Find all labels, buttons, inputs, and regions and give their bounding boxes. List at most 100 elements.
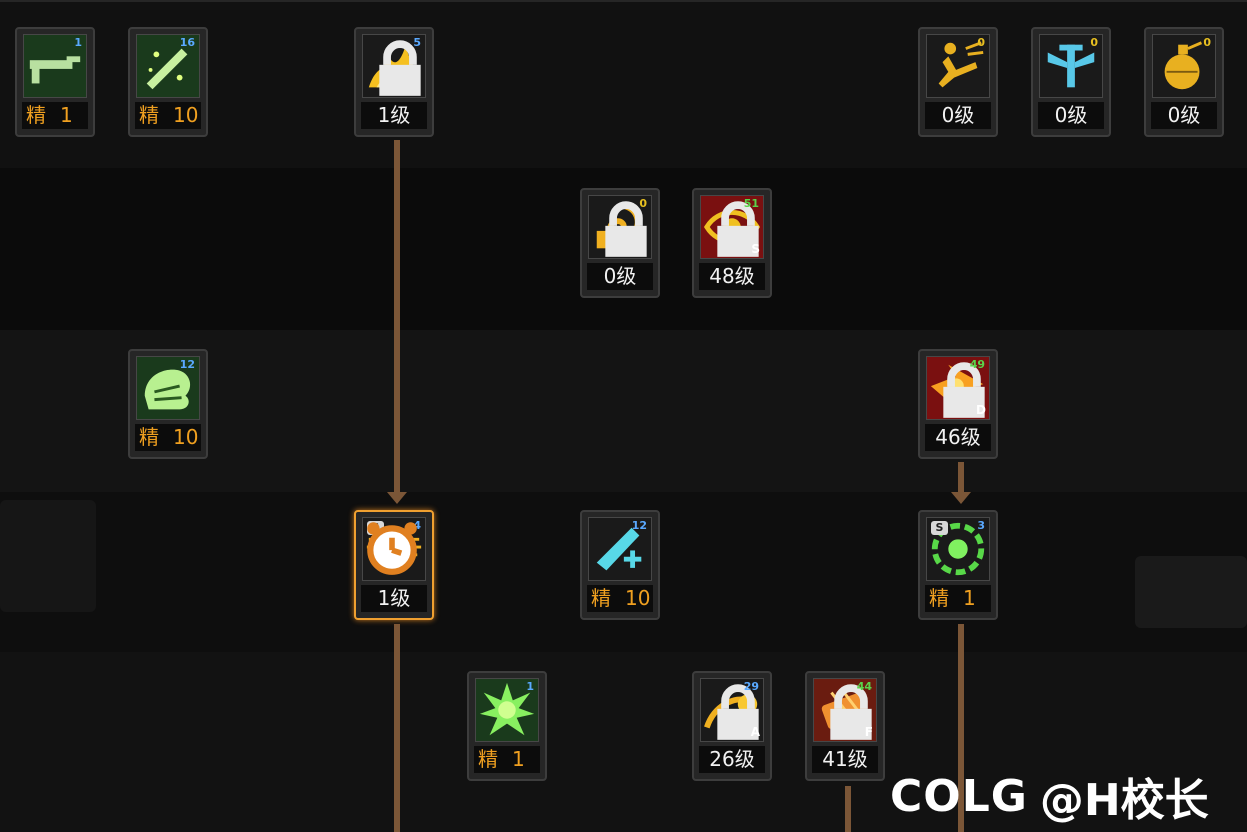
connector-line [394, 624, 400, 832]
skill-sp-count: 1 [526, 680, 534, 693]
skill-level-label: 精 10 [135, 102, 201, 129]
skill-level-label: 1级 [361, 585, 427, 612]
flame-icon: 5 [362, 34, 426, 98]
skill-sp-count: 12 [179, 358, 195, 371]
fire-swirl-icon: 0 [588, 195, 652, 259]
skill-sp-count: 0 [977, 36, 985, 49]
winged-cross-icon: 0 [1039, 34, 1103, 98]
connector-line [958, 624, 964, 832]
dragon-icon: 12 [136, 356, 200, 420]
lock-icon [717, 684, 759, 740]
connector-line [845, 786, 851, 832]
skill-sp-count: 44 [856, 680, 872, 693]
skill-sp-count: 51 [743, 197, 759, 210]
skill-level-label: 0级 [1151, 102, 1217, 129]
skill-level-value: 10 [625, 586, 651, 610]
lock-icon [717, 201, 759, 257]
skill-sp-count: 12 [631, 519, 647, 532]
grenade-icon: 0 [1152, 34, 1216, 98]
skill-sp-count: 0 [1203, 36, 1211, 49]
elite-mark: 精 [591, 586, 611, 610]
elite-mark: 精 [139, 103, 159, 127]
connector-line [394, 140, 400, 492]
skill-slot[interactable]: S4 1级 [354, 510, 434, 620]
skill-s-badge: S [931, 521, 948, 535]
skill-level-label: 41级 [812, 746, 878, 773]
skill-level-label: 0级 [925, 102, 991, 129]
sparkle-rifle-icon: 16 [136, 34, 200, 98]
skill-sp-count: 3 [977, 519, 985, 532]
top-border [0, 0, 1247, 2]
watermark: COLG @H校长 [890, 766, 1209, 827]
lock-icon [379, 40, 421, 96]
skill-level-label: 精 10 [135, 424, 201, 451]
skill-level-value: 1 [963, 586, 976, 610]
skill-grade-badge: F [864, 725, 873, 739]
watermark-handle: @H校长 [1039, 775, 1209, 826]
skill-slot[interactable]: 16 精 10 [128, 27, 208, 137]
background-panel [1135, 556, 1247, 628]
skill-slot[interactable]: 0 0级 [1144, 27, 1224, 137]
skill-sp-count: 0 [1090, 36, 1098, 49]
skill-grade-badge: D [976, 403, 986, 417]
skill-level-label: 26级 [699, 746, 765, 773]
skill-level-label: 1级 [361, 102, 427, 129]
skill-sp-count: 16 [179, 36, 195, 49]
elite-mark: 精 [478, 747, 498, 771]
skill-slot[interactable]: 5 1级 [354, 27, 434, 137]
skill-row-band [0, 652, 1247, 832]
skill-slot[interactable]: 0 0级 [918, 27, 998, 137]
connector-arrow [387, 492, 407, 504]
skill-sp-count: 0 [639, 197, 647, 210]
skill-sp-count: 1 [74, 36, 82, 49]
skill-sp-count: 4 [413, 519, 421, 532]
background-panel [0, 500, 96, 612]
green-explosion-icon: 1 [475, 678, 539, 742]
lock-icon [605, 201, 647, 257]
rifle-plus-icon: 12 [588, 517, 652, 581]
kick-icon: 0 [926, 34, 990, 98]
elite-mark: 精 [139, 425, 159, 449]
lock-icon [830, 684, 872, 740]
skill-level-label: 46级 [925, 424, 991, 451]
connector-arrow [951, 492, 971, 504]
skill-level-value: 10 [173, 103, 199, 127]
alarm-clock-icon [367, 522, 417, 575]
connector-line [958, 462, 964, 492]
skill-level-value: 1 [512, 747, 525, 771]
skill-level-label: 0级 [587, 263, 653, 290]
skill-slot[interactable]: 0 0级 [1031, 27, 1111, 137]
lock-icon [943, 362, 985, 418]
skill-slot[interactable]: 0 0级 [580, 188, 660, 298]
elite-mark: 精 [929, 586, 949, 610]
skill-level-label: 0级 [1038, 102, 1104, 129]
skill-level-label: 精 10 [587, 585, 653, 612]
skill-slot[interactable]: 12 精 10 [580, 510, 660, 620]
skill-sp-count: 29 [743, 680, 759, 693]
bullet-streak-icon: S4 [362, 517, 426, 581]
skill-level-label: 48级 [699, 263, 765, 290]
elite-mark: 精 [26, 103, 46, 127]
skill-level-value: 10 [173, 425, 199, 449]
skill-slot[interactable]: 12 精 10 [128, 349, 208, 459]
skill-grade-badge: A [750, 725, 760, 739]
skill-sp-count: 5 [413, 36, 421, 49]
skill-level-value: 1 [60, 103, 73, 127]
rifle-icon: 1 [23, 34, 87, 98]
skill-grade-badge: S [751, 242, 760, 256]
